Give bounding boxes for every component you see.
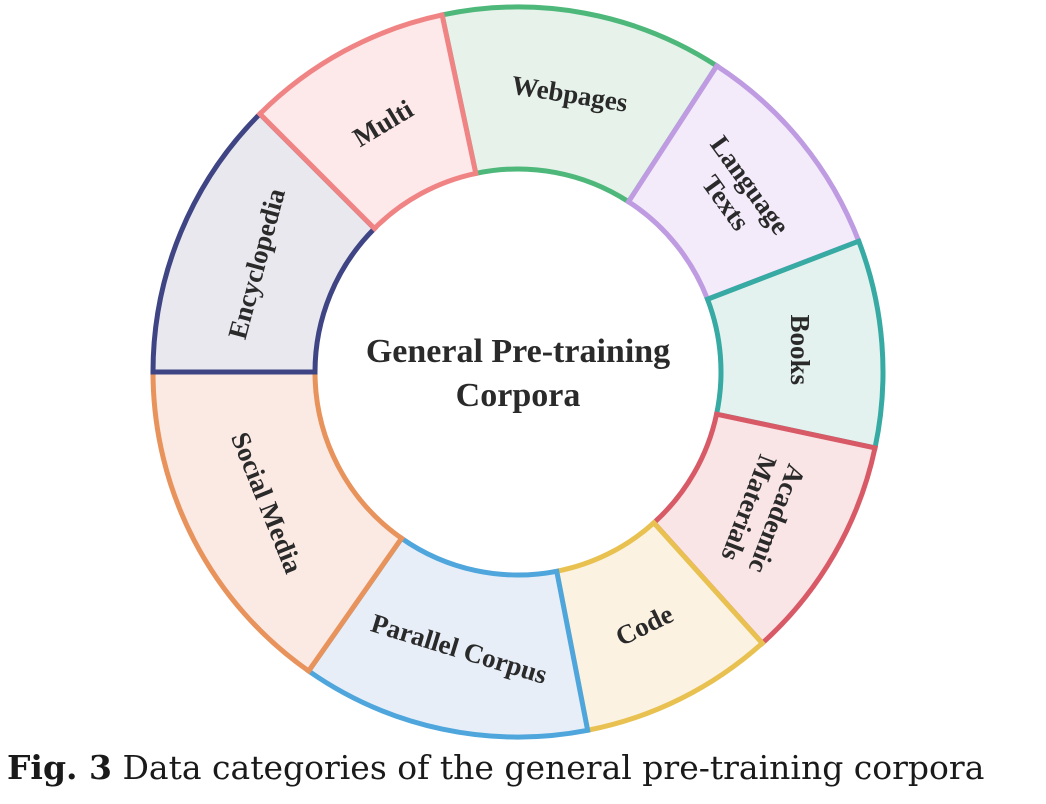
center-label-line1: General Pre-training [366,333,670,370]
segment-label-books: Books [785,315,815,386]
segment-parallel-corpus [305,534,591,740]
figure-caption: Fig. 3 Data categories of the general pr… [7,748,1043,787]
segment-webpages [439,4,721,206]
center-label-line2: Corpora [456,377,581,414]
segment-multi [256,12,479,232]
segment-encyclopedia [150,110,378,375]
ring-segments [150,4,886,740]
center-label: General Pre-training Corpora [366,333,670,414]
figure-label: Fig. 3 [7,748,112,787]
corpora-ring-diagram: WebpagesLanguageTextsBooksAcademicMateri… [150,4,886,740]
segment-social-media [150,369,406,675]
segment-label-books-line1: Books [785,315,815,386]
figure-caption-text: Data categories of the general pre-train… [111,748,985,787]
